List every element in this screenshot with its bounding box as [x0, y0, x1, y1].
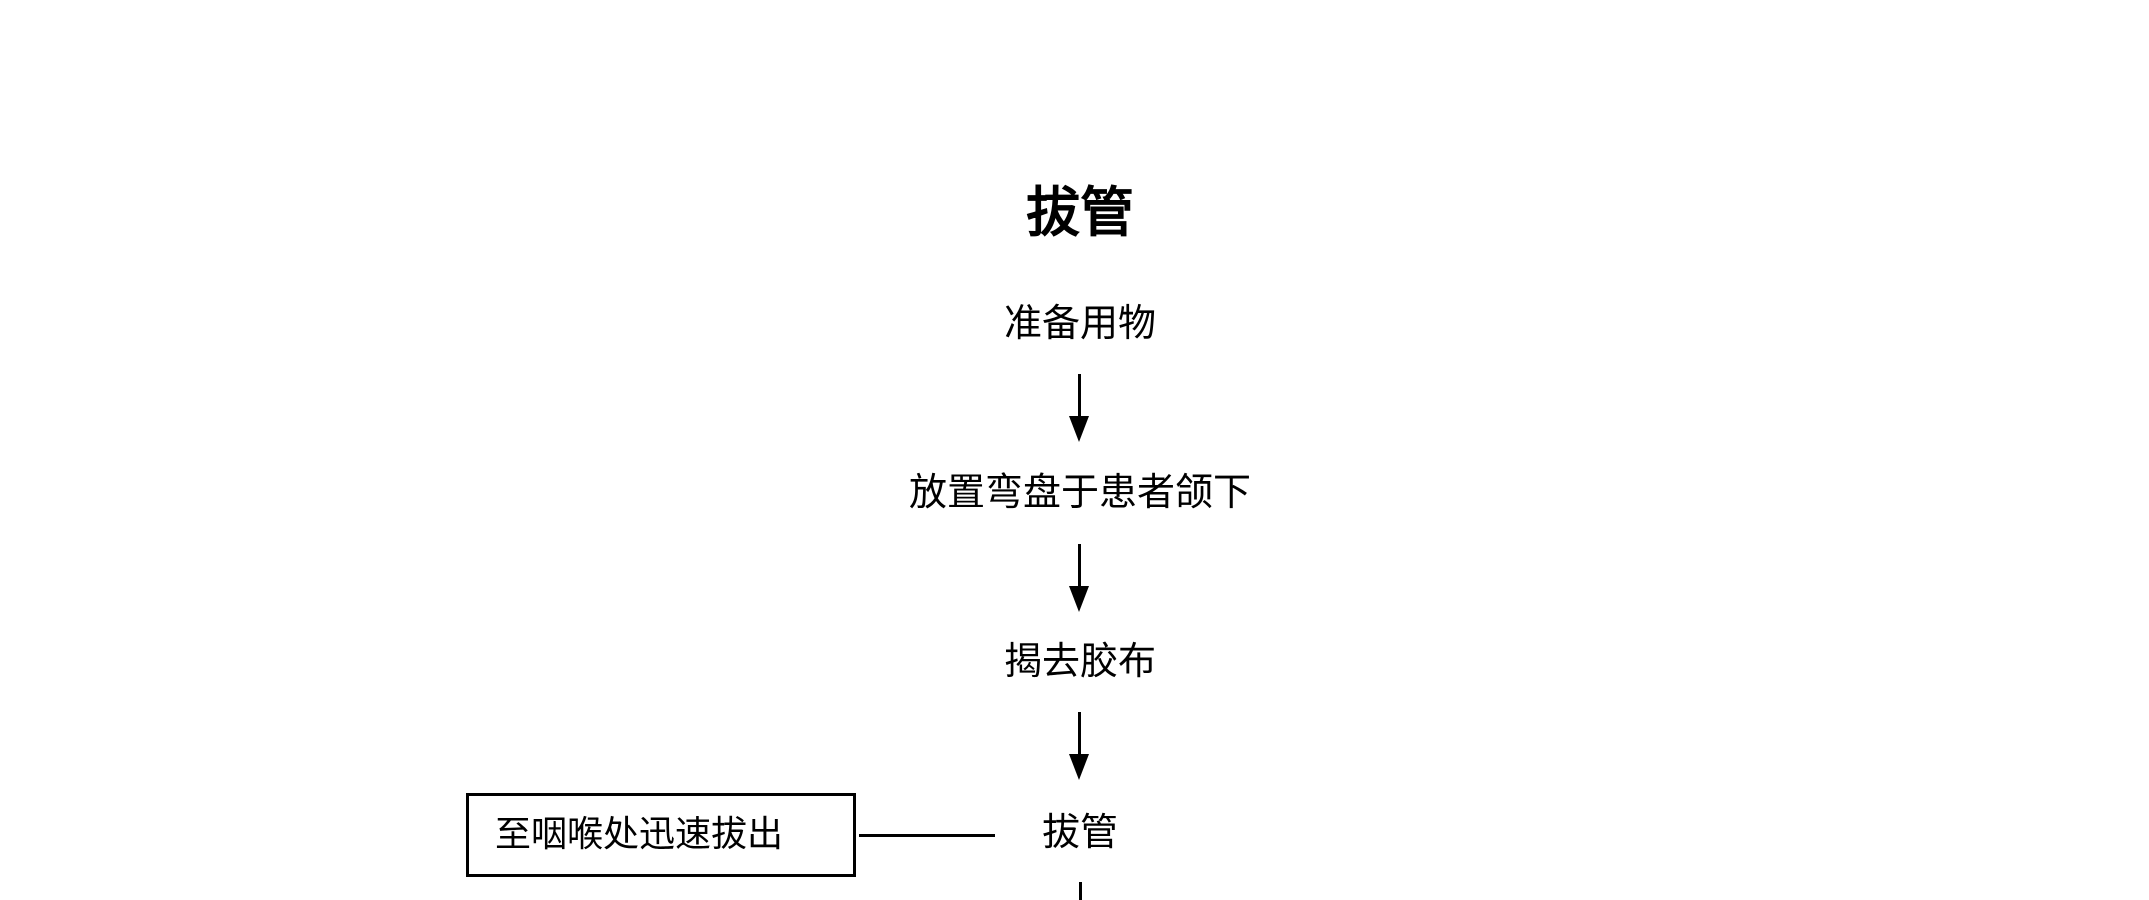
side-note-box: 至咽喉处迅速拔出 [466, 793, 856, 877]
arrow-3-shaft [1078, 712, 1081, 758]
arrow-2-head [1069, 586, 1089, 612]
arrow-1-shaft [1078, 374, 1081, 420]
continuation-line [1079, 882, 1082, 900]
side-note-label: 至咽喉处迅速拔出 [495, 814, 784, 855]
arrow-1-head [1069, 416, 1089, 442]
step-prepare-supplies: 准备用物 [1003, 301, 1157, 345]
step-place-kidney-dish: 放置弯盘于患者颌下 [908, 470, 1252, 514]
arrow-2-shaft [1078, 544, 1081, 590]
side-note-connector [859, 834, 995, 837]
step-extubate: 拔管 [1041, 810, 1119, 854]
diagram-title: 拔管 [1026, 180, 1134, 244]
step-remove-tape: 揭去胶布 [1003, 639, 1157, 683]
arrow-3-head [1069, 754, 1089, 780]
